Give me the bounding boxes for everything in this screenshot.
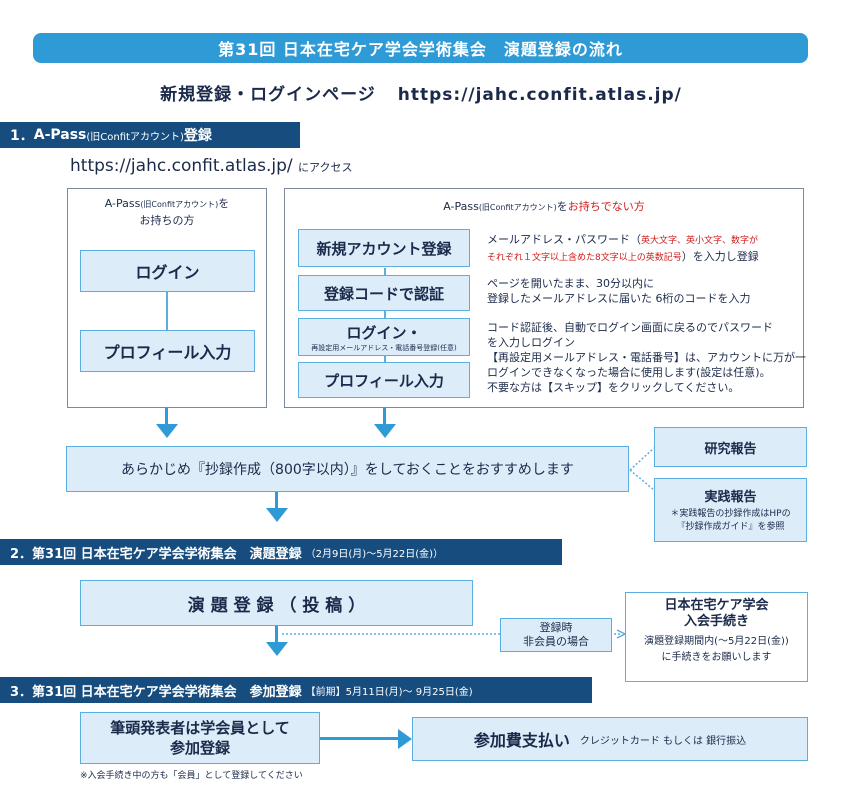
step2-arrow-shaft <box>275 492 278 508</box>
step2-header: 2．第31回 日本在宅ケア学会学術集会 演題登録（2月9日(月)～5月22日(金… <box>0 539 562 565</box>
step3-title: 第31回 日本在宅ケア学会学術集会 参加登録 <box>32 684 302 700</box>
presenter-registration-box[interactable]: 筆頭発表者は学会員として 参加登録 <box>80 712 320 764</box>
step1-number: 1． <box>10 128 34 144</box>
note1-b: ）を入力し登録 <box>681 250 759 263</box>
right-arrow-shaft <box>383 408 386 424</box>
practice-report-title: 実践報告 <box>704 490 757 505</box>
code-auth-step-box[interactable]: 登録コードで認証 <box>298 275 470 311</box>
research-report-label: 研究報告 <box>704 441 757 457</box>
new-title-b: を <box>556 200 568 213</box>
member-footnote: ※入会手続き中の方も「会員」として登録してください <box>80 771 303 781</box>
abstract-recommend-text: あらかじめ『抄録作成（800字以内）』をしておくことをおすすめします <box>121 462 574 478</box>
existing-title-small: (旧Confitアカウント) <box>140 200 219 209</box>
profile-label-existing: プロフィール入力 <box>103 343 232 362</box>
step2-title: 第31回 日本在宅ケア学会学術集会 演題登録 <box>32 546 302 562</box>
step2-number: 2． <box>10 546 33 562</box>
login-setup-step-box[interactable]: ログイン・ 再設定用メールアドレス・電話番号登録(任意) <box>298 318 470 356</box>
abstract-recommend-box: あらかじめ『抄録作成（800字以内）』をしておくことをおすすめします <box>66 446 629 492</box>
new-account-note: メールアドレス・パスワード（英大文字、英小文字、数字が それぞれ１文字以上含めた… <box>487 232 759 266</box>
presenter-line1: 筆頭発表者は学会員として <box>110 719 290 737</box>
step2-period: （2月9日(月)～5月22日(金)） <box>305 548 444 560</box>
practice-report-box: 実践報告 ＊実践報告の抄録作成はHPの 『抄録作成ガイド』を参照 <box>654 478 807 542</box>
abstract-submission-label: 演 題 登 録 （ 投 稿 ） <box>187 595 366 616</box>
membership-join-box <box>625 592 808 682</box>
login-page-heading: 新規登録・ログインページ https://jahc.confit.atlas.jp… <box>0 80 842 105</box>
login-label: ログイン <box>135 263 200 282</box>
existing-title-line2: お持ちの方 <box>139 214 195 227</box>
note3-line3: 【再設定用メールアドレス・電話番号】は、アカウントに万が一 <box>487 351 806 364</box>
login-setup-note: コード認証後、自動でログイン画面に戻るのでパスワード を入力しログイン 【再設定… <box>487 320 806 395</box>
step3-period: 【前期】5月11日(月)～ 9月25日(金) <box>305 686 473 698</box>
join-line1: 日本在宅ケア学会 <box>664 598 769 613</box>
existing-title-a: A-Pass <box>104 197 141 210</box>
note1-a: メールアドレス・パスワード（ <box>487 233 641 246</box>
flow-title-banner: 第31回 日本在宅ケア学会学術集会 演題登録の流れ <box>33 33 808 63</box>
login-setup-step-label: ログイン・ <box>346 323 422 342</box>
step1-title-note: (旧Confitアカウント) <box>86 131 184 143</box>
new-title-red: お持ちでない方 <box>567 200 645 213</box>
login-step-box[interactable]: ログイン <box>80 250 255 292</box>
nonmember-line1: 登録時 <box>539 621 573 634</box>
step1-url[interactable]: https://jahc.confit.atlas.jp/ <box>70 156 293 176</box>
join-line4: に手続きをお願いします <box>661 652 772 663</box>
note2-line2: 登録したメールアドレスに届いた 6桁のコードを入力 <box>487 292 751 305</box>
nonmember-condition-box: 登録時 非会員の場合 <box>500 618 612 652</box>
new-account-title: A-Pass(旧Confitアカウント)をお持ちでない方 <box>284 198 804 214</box>
new-account-step-label: 新規アカウント登録 <box>316 239 452 258</box>
presenter-line2: 参加登録 <box>169 739 230 757</box>
note3-line2: を入力しログイン <box>487 336 575 349</box>
step1-url-line: https://jahc.confit.atlas.jp/ にアクセス <box>70 156 353 176</box>
new-title-small: (旧Confitアカウント) <box>478 203 557 212</box>
login-page-url[interactable]: https://jahc.confit.atlas.jp/ <box>397 85 682 105</box>
right-arrow-icon <box>398 729 412 749</box>
research-report-box: 研究報告 <box>654 427 807 467</box>
step1-title: A-Pass <box>33 127 87 143</box>
report-type-connectors <box>629 447 655 491</box>
step3-header: 3．第31回 日本在宅ケア学会学術集会 参加登録【前期】5月11日(月)～ 9月… <box>0 677 592 703</box>
step2-down-arrow-icon <box>266 508 288 522</box>
fee-payment-box[interactable]: 参加費支払い クレジットカード もしくは 銀行振込 <box>412 717 808 761</box>
code-auth-step-label: 登録コードで認証 <box>323 284 444 303</box>
existing-account-title: A-Pass(旧Confitアカウント)を お持ちの方 <box>67 196 267 229</box>
note2-line1: ページを開いたまま、30分以内に <box>487 277 655 290</box>
nonmember-line2: 非会員の場合 <box>523 635 589 648</box>
left-connector <box>166 292 168 330</box>
note1-red2: それぞれ１文字以上含めた8文字以上の英数記号 <box>487 253 682 263</box>
left-down-arrow-icon <box>156 424 178 438</box>
payment-arrow-shaft <box>320 737 400 740</box>
practice-note-line1: ＊実践報告の抄録作成はHPの <box>670 509 791 519</box>
fee-payment-title: 参加費支払い <box>473 731 570 750</box>
step1-title-suffix: 登録 <box>183 128 212 144</box>
step3-down-arrow-icon <box>266 642 288 656</box>
note3-line1: コード認証後、自動でログイン画面に戻るのでパスワード <box>487 321 773 334</box>
step1-url-suffix: にアクセス <box>298 161 353 174</box>
left-arrow-shaft <box>165 408 168 424</box>
login-setup-step-sublabel: 再設定用メールアドレス・電話番号登録(任意) <box>311 343 457 352</box>
practice-note-line2: 『抄録作成ガイド』を参照 <box>676 522 785 532</box>
step3-number: 3． <box>10 684 33 700</box>
new-title-a: A-Pass <box>443 200 479 213</box>
join-line3: 演題登録期間内(～5月22日(金)) <box>644 636 789 647</box>
new-account-step-box[interactable]: 新規アカウント登録 <box>298 229 470 267</box>
profile-label-new: プロフィール入力 <box>324 371 444 390</box>
step3-arrow-shaft <box>275 626 278 642</box>
profile-step-box-new[interactable]: プロフィール入力 <box>298 362 470 398</box>
join-line2: 入会手続き <box>683 614 749 629</box>
fee-payment-methods: クレジットカード もしくは 銀行振込 <box>579 735 747 747</box>
note3-line4: ログインできなくなった場合に使用します(設定は任意)。 <box>487 366 771 379</box>
right-down-arrow-icon <box>374 424 396 438</box>
code-auth-note: ページを開いたまま、30分以内に 登録したメールアドレスに届いた 6桁のコードを… <box>487 276 751 306</box>
profile-step-box-existing[interactable]: プロフィール入力 <box>80 330 255 372</box>
abstract-submission-box[interactable]: 演 題 登 録 （ 投 稿 ） <box>80 580 473 626</box>
step1-header: 1． A-Pass(旧Confitアカウント) 登録 <box>0 122 300 148</box>
login-page-label: 新規登録・ログインページ <box>160 85 376 105</box>
membership-join-text: 日本在宅ケア学会 入会手続き 演題登録期間内(～5月22日(金)) に手続きをお… <box>625 598 808 666</box>
note1-red1: 英大文字、英小文字、数字が <box>641 236 759 246</box>
existing-title-b: を <box>218 197 230 210</box>
note3-line5: 不要な方は【スキップ】をクリックしてください。 <box>487 381 740 394</box>
